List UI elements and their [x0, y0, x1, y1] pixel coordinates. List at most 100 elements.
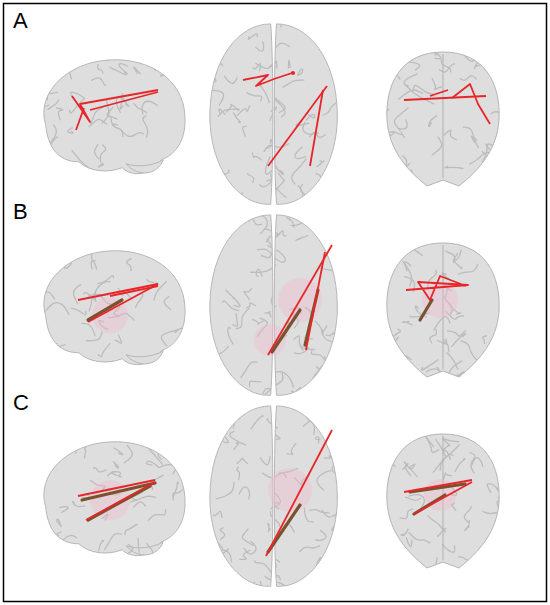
gyrus-texture	[319, 192, 330, 199]
gyrus-texture	[313, 22, 319, 25]
connection-line	[243, 73, 292, 86]
gyrus-texture	[470, 353, 488, 372]
gyrus-texture	[500, 92, 508, 99]
gyrus-texture	[499, 506, 503, 516]
gyrus-texture	[28, 506, 42, 521]
gyrus-texture	[220, 528, 224, 540]
gyrus-texture	[274, 99, 285, 117]
gyrus-texture	[399, 119, 407, 129]
gyrus-texture	[403, 355, 412, 361]
gyrus-texture	[219, 211, 229, 216]
gyrus-texture	[402, 239, 407, 247]
gyrus-texture	[326, 205, 340, 216]
gyrus-texture	[255, 560, 272, 572]
gyrus-texture	[53, 532, 62, 536]
gyrus-texture	[452, 334, 466, 347]
gyrus-texture	[148, 509, 166, 521]
gyrus-texture	[146, 543, 153, 558]
panel-letter: C	[13, 392, 29, 414]
gyrus-texture	[142, 101, 158, 114]
gyrus-texture	[385, 53, 396, 77]
gyrus-texture	[491, 342, 497, 349]
gyrus-texture	[138, 538, 140, 553]
brain-outline	[387, 434, 499, 568]
gyrus-texture	[482, 511, 504, 516]
gyrus-texture	[133, 103, 147, 113]
gyrus-texture	[242, 529, 253, 546]
gyrus-texture	[410, 464, 415, 469]
gyrus-texture	[464, 506, 471, 522]
gyrus-texture	[224, 76, 237, 84]
gyrus-texture	[296, 387, 301, 394]
gyrus-texture	[439, 64, 455, 73]
gyrus-texture	[59, 507, 68, 513]
gyrus-texture	[315, 530, 326, 540]
gyrus-texture	[246, 303, 255, 308]
gyrus-texture	[211, 219, 219, 229]
connection-line	[78, 284, 158, 300]
gyrus-texture	[179, 273, 192, 286]
gyrus-texture	[403, 321, 413, 325]
gyrus-texture	[501, 59, 508, 75]
gyrus-texture	[211, 421, 219, 428]
gyrus-texture	[125, 524, 138, 535]
lateral-brain	[28, 417, 195, 577]
brain-outline	[126, 160, 163, 173]
gyrus-texture	[239, 487, 250, 500]
gyrus-texture	[404, 74, 418, 86]
gyrus-texture	[222, 13, 231, 27]
brain-outline	[44, 442, 185, 556]
gyrus-texture	[405, 170, 413, 180]
gyrus-texture	[256, 42, 264, 52]
gyrus-texture	[233, 411, 244, 428]
gyrus-texture	[212, 90, 224, 105]
gyrus-texture	[332, 461, 342, 472]
brain-outline	[44, 60, 185, 174]
gyrus-texture	[259, 180, 271, 187]
gyrus-texture	[36, 96, 43, 108]
gyrus-texture	[252, 152, 261, 160]
gyrus-texture	[237, 105, 250, 115]
gyrus-texture	[374, 62, 390, 76]
gyrus-texture	[192, 38, 217, 47]
gyrus-texture	[443, 130, 457, 140]
gyrus-texture	[98, 343, 110, 356]
gyrus-texture	[218, 109, 222, 116]
gyrus-texture	[233, 313, 238, 326]
connection-segment	[88, 300, 122, 320]
gyrus-texture	[218, 55, 223, 66]
gyrus-texture	[460, 76, 477, 80]
gyrus-texture	[304, 414, 315, 435]
gyrus-texture	[218, 36, 225, 52]
gyrus-texture	[445, 166, 463, 168]
gyrus-texture	[403, 261, 412, 286]
gyrus-texture	[102, 99, 109, 124]
gyrus-texture	[316, 366, 333, 375]
gyrus-texture	[47, 48, 55, 59]
gyrus-texture	[493, 551, 503, 567]
gyrus-texture	[386, 452, 395, 467]
gyrus-texture	[57, 519, 62, 527]
gyrus-texture	[395, 132, 405, 138]
gyrus-texture	[273, 429, 280, 439]
connection-line	[76, 108, 84, 130]
gyrus-texture	[399, 566, 409, 571]
gyrus-texture	[395, 369, 406, 380]
gyrus-texture	[391, 329, 400, 338]
connection-line	[310, 90, 323, 166]
gyrus-texture	[246, 93, 261, 102]
gyrus-texture	[208, 346, 229, 361]
gyrus-texture	[54, 361, 67, 366]
gyrus-texture	[109, 243, 115, 249]
gyrus-texture	[443, 438, 459, 445]
gyrus-texture	[84, 441, 90, 458]
connection-line	[306, 252, 325, 350]
gyrus-texture	[429, 115, 437, 126]
gyrus-texture	[317, 471, 331, 491]
gyrus-texture	[458, 264, 478, 275]
gyrus-texture	[49, 125, 57, 146]
gyrus-texture	[64, 417, 78, 440]
gyrus-texture	[376, 427, 389, 435]
